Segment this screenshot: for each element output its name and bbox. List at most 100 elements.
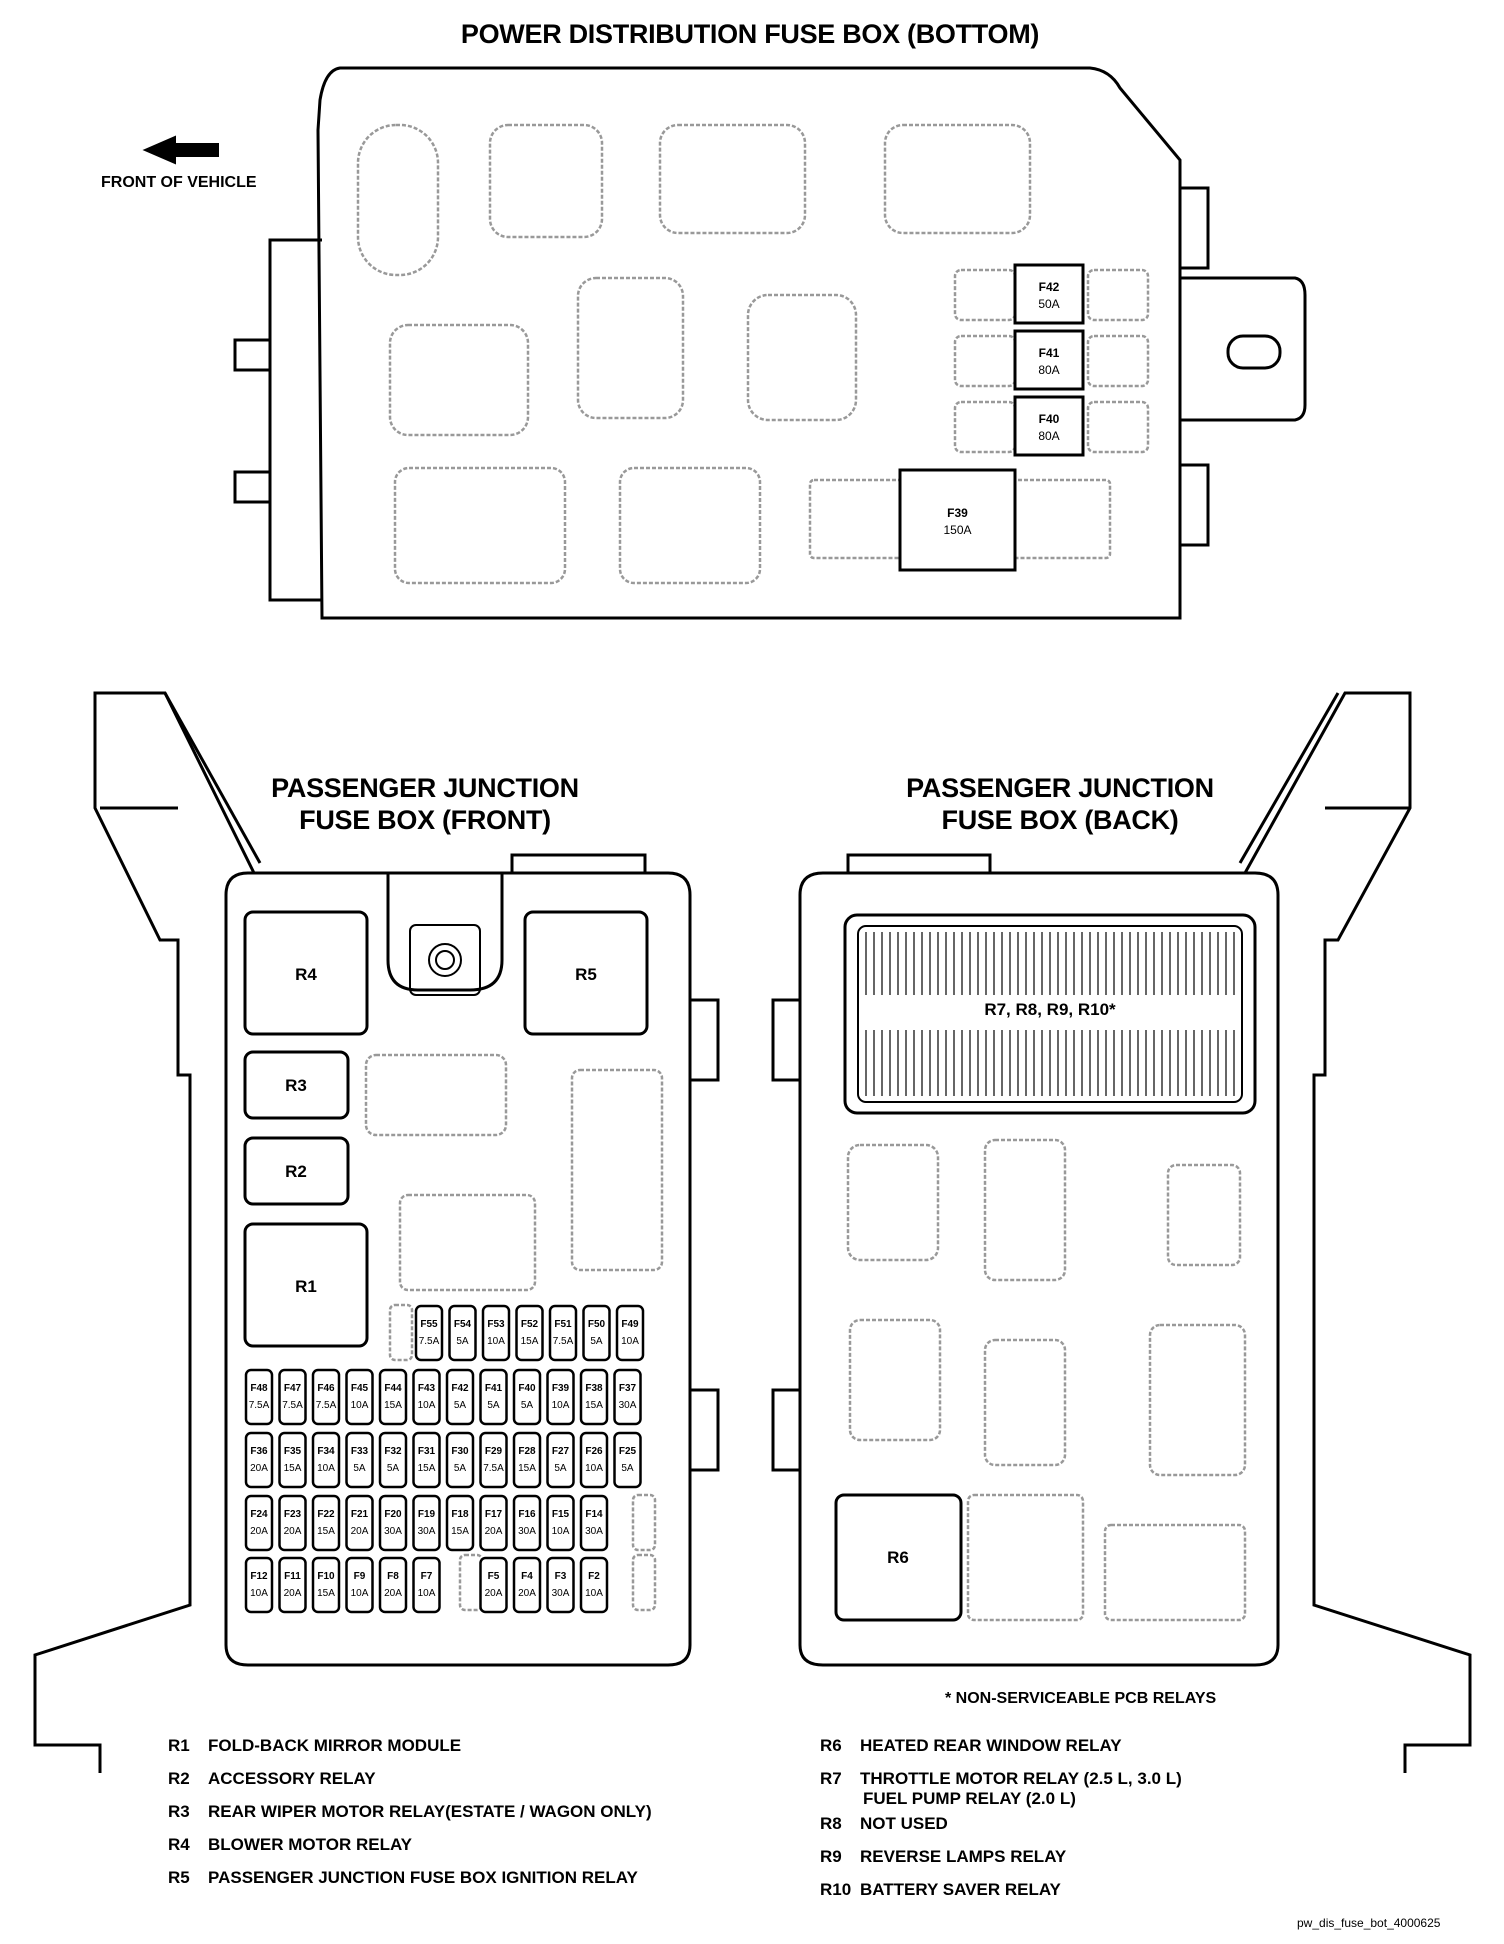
fuse-rating: 15A bbox=[418, 1463, 436, 1474]
fuse-id: F45 bbox=[351, 1383, 369, 1394]
fuse-rating: 5A bbox=[487, 1400, 500, 1411]
fuse-rating: 30A bbox=[384, 1526, 402, 1537]
relay-r4-label: R4 bbox=[295, 965, 317, 984]
fuse-rating: 30A bbox=[552, 1588, 570, 1599]
fuse-rating: 30A bbox=[585, 1526, 603, 1537]
fuse-rating: 10A bbox=[351, 1400, 369, 1411]
fuse-rating: 5A bbox=[521, 1400, 534, 1411]
legend-description: REVERSE LAMPS RELAY bbox=[860, 1847, 1067, 1866]
fuse-id: F29 bbox=[485, 1446, 503, 1457]
fuse-id: F28 bbox=[518, 1446, 536, 1457]
fuse-rating: 20A bbox=[485, 1526, 503, 1537]
fuse-rating: 20A bbox=[518, 1588, 536, 1599]
front-box-outline bbox=[224, 871, 692, 1667]
legend-description: HEATED REAR WINDOW RELAY bbox=[860, 1736, 1122, 1755]
fuse-id: F26 bbox=[585, 1446, 603, 1457]
fuse-id: F50 bbox=[588, 1319, 606, 1330]
fuse-f45: F45 10A bbox=[345, 1368, 374, 1426]
front-title-line1: PASSENGER JUNCTION bbox=[271, 773, 579, 803]
fuse-rating: 15A bbox=[585, 1400, 603, 1411]
legend-description: REAR WIPER MOTOR RELAY(ESTATE / WAGON ON… bbox=[208, 1802, 652, 1821]
fuse-rating: 10A bbox=[418, 1400, 436, 1411]
fuse-id: F47 bbox=[284, 1383, 302, 1394]
fuse-rating: 20A bbox=[485, 1588, 503, 1599]
legend-code: R2 bbox=[168, 1769, 190, 1788]
fuse-rating: 10A bbox=[621, 1336, 639, 1347]
fuse-rating: 150A bbox=[943, 523, 971, 537]
fuse-rating: 5A bbox=[590, 1336, 603, 1347]
front-title-line2: FUSE BOX (FRONT) bbox=[299, 805, 551, 835]
fuse-id: F9 bbox=[354, 1571, 366, 1582]
power-distribution-title: POWER DISTRIBUTION FUSE BOX (BOTTOM) bbox=[460, 19, 1040, 49]
relay-r2-label: R2 bbox=[285, 1162, 307, 1181]
legend-row-r1: R1 FOLD-BACK MIRROR MODULE bbox=[168, 1736, 652, 1756]
front-arrow-icon bbox=[142, 135, 219, 165]
fuse-id: F41 bbox=[1039, 346, 1060, 360]
fuse-rating: 10A bbox=[418, 1588, 436, 1599]
fuse-rating: 10A bbox=[487, 1336, 505, 1347]
fuse-id: F7 bbox=[421, 1571, 433, 1582]
fuse-id: F34 bbox=[317, 1446, 335, 1457]
fuse-f41: F41 5A bbox=[479, 1368, 508, 1426]
fuse-id: F2 bbox=[588, 1571, 600, 1582]
fuse-rating: 5A bbox=[454, 1400, 467, 1411]
back-fuse-box-title: PASSENGER JUNCTION FUSE BOX (BACK) bbox=[815, 772, 1305, 836]
legend-description: FOLD-BACK MIRROR MODULE bbox=[208, 1736, 462, 1755]
fuse-f7: F7 10A bbox=[412, 1556, 441, 1614]
front-of-vehicle-label: FRONT OF VEHICLE bbox=[101, 174, 257, 191]
fuse-id: F38 bbox=[585, 1383, 603, 1394]
fuse-id: F39 bbox=[947, 506, 968, 520]
fuse-id: F8 bbox=[387, 1571, 399, 1582]
fuse-id: F51 bbox=[554, 1319, 572, 1330]
back-title-line1: PASSENGER JUNCTION bbox=[906, 773, 1214, 803]
relay-r3-label: R3 bbox=[285, 1076, 307, 1095]
fuse-id: F48 bbox=[250, 1383, 268, 1394]
fuse-id: F53 bbox=[487, 1319, 505, 1330]
legend-description: THROTTLE MOTOR RELAY (2.5 L, 3.0 L) FUEL… bbox=[860, 1769, 1182, 1808]
fuse-rating: 7.5A bbox=[483, 1463, 504, 1474]
fuse-rating: 30A bbox=[619, 1400, 637, 1411]
fuse-id: F54 bbox=[454, 1319, 472, 1330]
power-box-outline bbox=[316, 66, 1182, 620]
relay-r5-box bbox=[523, 910, 649, 1036]
fuse-id: F30 bbox=[451, 1446, 469, 1457]
legend-code: R3 bbox=[168, 1802, 190, 1821]
fuse-id: F41 bbox=[485, 1383, 503, 1394]
fuse-id: F10 bbox=[317, 1571, 335, 1582]
relay-r6-label: R6 bbox=[887, 1548, 909, 1567]
fuse-id: F21 bbox=[351, 1509, 369, 1520]
fuse-rating: 7.5A bbox=[419, 1336, 440, 1347]
legend-code: R1 bbox=[168, 1736, 190, 1755]
fuse-rating: 50A bbox=[1038, 297, 1059, 311]
fuse-f53: F53 10A bbox=[481, 1304, 511, 1362]
